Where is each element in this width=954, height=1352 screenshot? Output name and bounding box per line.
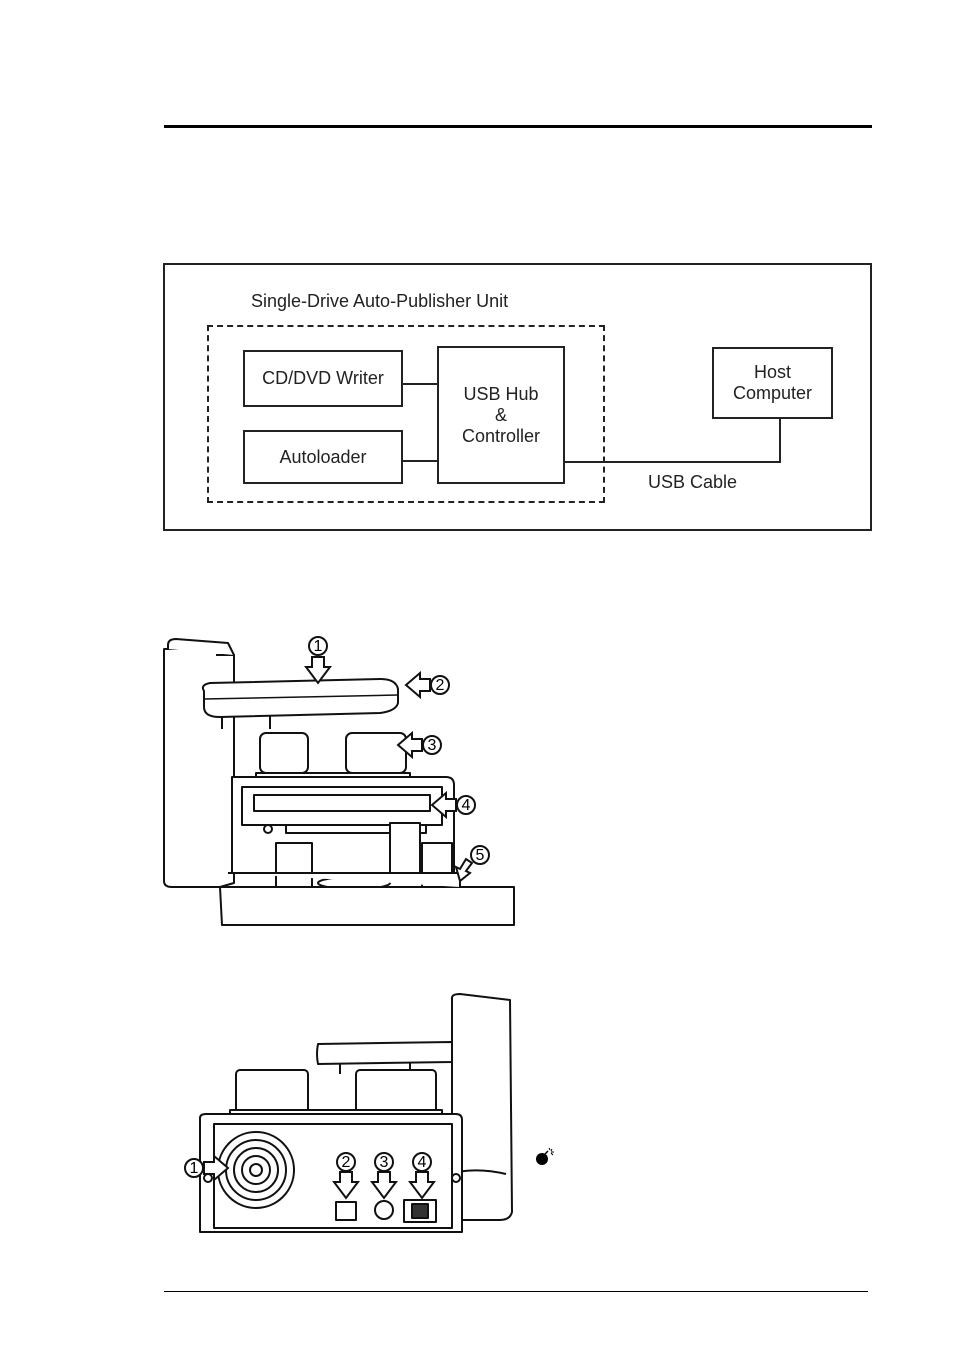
unit-group-outline	[207, 325, 605, 503]
host-label-line2: Computer	[732, 383, 813, 403]
host-label-line1: Host	[753, 362, 791, 382]
front-callout-3: 3	[428, 737, 437, 754]
footer-rule	[164, 1291, 868, 1292]
autoloader-label: Autoloader	[279, 446, 367, 467]
autoloader-wire	[403, 460, 437, 462]
front-callout-4: 4	[462, 797, 471, 814]
connection-diagram	[163, 263, 872, 531]
writer-wire	[403, 383, 437, 385]
rear-callout-4: 4	[418, 1154, 427, 1171]
host-box: Host Computer	[712, 347, 833, 419]
usb-cable-wire	[565, 461, 781, 463]
front-view-illustration: 1 2 3 4 5	[163, 636, 515, 926]
rear-view-illustration: 1 2 3 4	[184, 993, 513, 1233]
unit-label: Single-Drive Auto-Publisher Unit	[251, 291, 509, 311]
usb-cable-riser	[779, 419, 781, 463]
hub-label-line1: USB Hub	[463, 383, 539, 404]
writer-box: CD/DVD Writer	[243, 350, 403, 407]
hub-box: USB Hub & Controller	[437, 346, 565, 484]
rear-callout-3: 3	[380, 1154, 389, 1171]
cable-label: USB Cable	[648, 472, 738, 492]
header-rule	[164, 125, 872, 128]
bomb-icon	[536, 1147, 554, 1165]
hub-label-line3: Controller	[461, 425, 541, 446]
writer-label: CD/DVD Writer	[262, 368, 384, 388]
autoloader-box: Autoloader	[243, 430, 403, 484]
rear-callout-1: 1	[190, 1160, 199, 1177]
hub-label-line2: &	[494, 404, 507, 425]
rear-callout-2: 2	[342, 1154, 351, 1171]
front-callout-5: 5	[476, 847, 485, 864]
front-callout-2: 2	[436, 677, 445, 694]
front-callout-1: 1	[314, 638, 323, 655]
